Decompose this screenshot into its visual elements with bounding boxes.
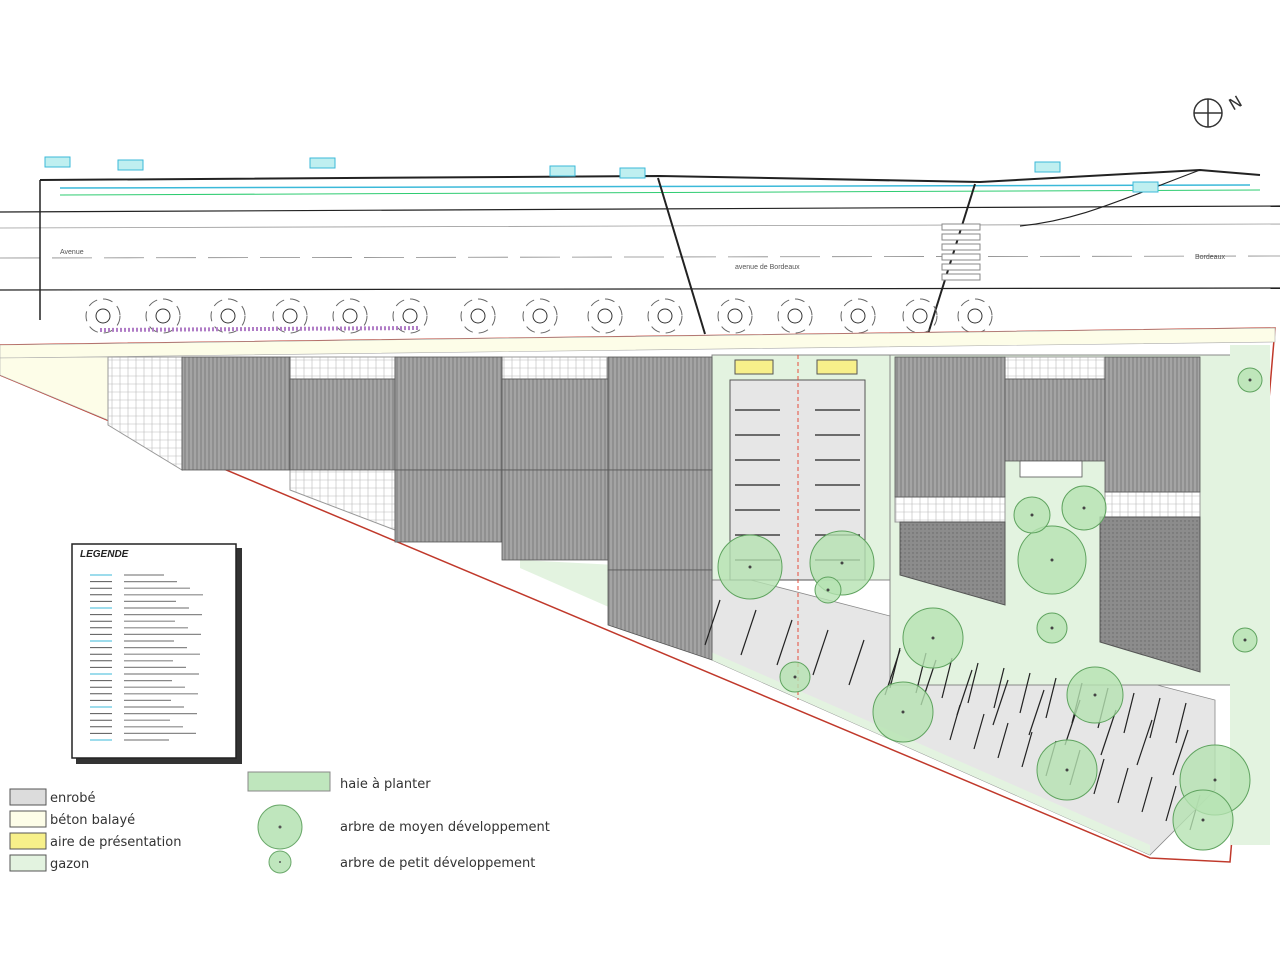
street-tree-icon bbox=[392, 298, 428, 334]
surface-swatch bbox=[9, 854, 47, 872]
tree-icon bbox=[717, 534, 783, 600]
street-tree-icon bbox=[332, 298, 368, 334]
street-tree-icon bbox=[647, 298, 683, 334]
surface-swatch bbox=[9, 810, 47, 828]
tree-icon bbox=[1017, 525, 1087, 595]
street-tree-icon bbox=[272, 298, 308, 334]
surface-swatch bbox=[9, 832, 47, 850]
street-tree-icon bbox=[460, 298, 496, 334]
planting-legend: haie à planter arbre de moyen développem… bbox=[247, 771, 550, 874]
tree-icon bbox=[779, 661, 811, 693]
legend-box: LEGENDE bbox=[71, 543, 242, 764]
surface-swatch bbox=[9, 788, 47, 806]
building-dotted bbox=[1099, 516, 1201, 673]
network-tags bbox=[44, 156, 1159, 193]
street-tree-icon bbox=[902, 298, 938, 334]
legend-label: arbre de petit développement bbox=[340, 856, 535, 871]
checkered-zone bbox=[501, 356, 608, 380]
street-tree-icon bbox=[522, 298, 558, 334]
checkered-zone bbox=[894, 496, 1006, 523]
compass-label: N bbox=[1225, 92, 1245, 114]
tree-icon bbox=[1237, 367, 1263, 393]
street-tree-icon bbox=[85, 298, 121, 334]
presentation-area-1 bbox=[734, 359, 774, 375]
street-label-right: Bordeaux bbox=[1195, 254, 1225, 261]
street-trees bbox=[85, 298, 993, 334]
tree-icon bbox=[1013, 496, 1051, 534]
concrete-strip bbox=[0, 327, 1276, 359]
street-tree-icon bbox=[145, 298, 181, 334]
tree-icon bbox=[1036, 612, 1068, 644]
street-tree-icon bbox=[840, 298, 876, 334]
street-tree-icon bbox=[587, 298, 623, 334]
north-arrow-icon: N bbox=[1193, 92, 1245, 128]
tree-icon bbox=[1061, 485, 1107, 531]
tree-icon bbox=[1066, 666, 1124, 724]
site-trees bbox=[717, 367, 1263, 851]
legend-label: aire de présentation bbox=[50, 835, 181, 850]
checkered-zone bbox=[1004, 356, 1106, 380]
tree-icon bbox=[1232, 627, 1258, 653]
legend-label: haie à planter bbox=[340, 777, 431, 792]
street-tree-icon bbox=[777, 298, 813, 334]
legend-label: enrobé bbox=[50, 791, 96, 806]
legend-title: LEGENDE bbox=[80, 549, 129, 560]
concrete-corner bbox=[0, 356, 109, 421]
presentation-area-2 bbox=[816, 359, 858, 375]
road-network bbox=[0, 168, 1280, 335]
buildings bbox=[181, 356, 1201, 661]
legend-label: béton balayé bbox=[50, 813, 135, 828]
checkered-zone bbox=[1104, 491, 1201, 518]
street-label-left: Avenue bbox=[60, 249, 84, 256]
tree-icon bbox=[1172, 789, 1234, 851]
tree-icon bbox=[872, 681, 934, 743]
legend-label: gazon bbox=[50, 857, 89, 872]
hedge-swatch bbox=[247, 771, 331, 792]
purple-hedge-line bbox=[99, 326, 421, 332]
street-tree-icon bbox=[210, 298, 246, 334]
building-dotted bbox=[899, 521, 1006, 606]
legend-label: arbre de moyen développement bbox=[340, 820, 550, 835]
street-tree-icon bbox=[957, 298, 993, 334]
tree-icon bbox=[814, 576, 842, 604]
tree-icon bbox=[902, 607, 964, 669]
surface-legend: enrobé béton balayé aire de présentation ga… bbox=[9, 788, 181, 872]
street-label-center: avenue de Bordeaux bbox=[735, 264, 800, 271]
checkered-zone bbox=[107, 356, 183, 471]
checkered-zone bbox=[289, 356, 396, 380]
tree-icon bbox=[1036, 739, 1098, 801]
street-tree-icon bbox=[717, 298, 753, 334]
